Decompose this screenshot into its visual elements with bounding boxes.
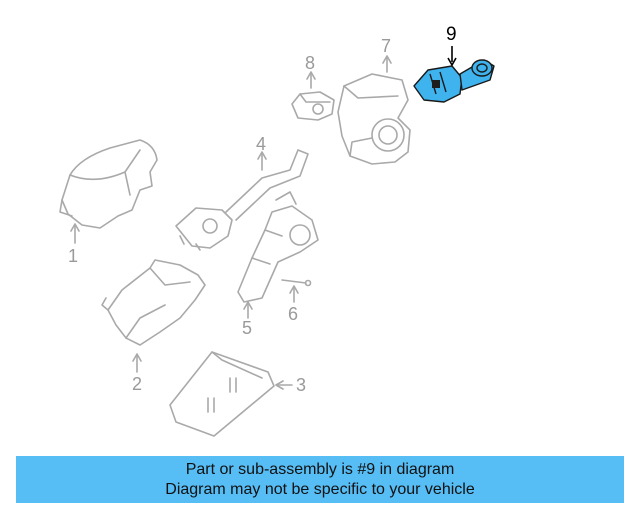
arrow-7	[382, 55, 392, 64]
callout-1: 1	[68, 246, 79, 266]
banner-line-disclaimer: Diagram may not be specific to your vehi…	[165, 481, 475, 498]
callout-6: 6	[288, 304, 299, 324]
part-3-trim-panel	[169, 351, 275, 437]
part-7-column-housing	[337, 73, 411, 165]
arrow-4	[257, 151, 267, 160]
part-8-ignition-lock	[291, 91, 335, 121]
arrow-6	[289, 285, 299, 294]
part-1-upper-cover	[59, 139, 158, 229]
callout-9: 9	[446, 24, 457, 45]
part-5-switch-assembly	[237, 191, 319, 303]
diagram-drawing	[59, 46, 495, 437]
arrow-3	[275, 380, 284, 390]
parts-diagram: 1 2 3 4 5 6 7 8 9	[59, 24, 495, 437]
callout-8: 8	[305, 53, 316, 73]
part-6-screw	[281, 279, 312, 287]
arrow-8	[306, 71, 316, 80]
arrow-5	[243, 301, 253, 310]
arrow-2	[132, 353, 142, 362]
part-2-lower-cover	[101, 259, 206, 346]
callout-3: 3	[296, 375, 307, 395]
callout-5: 5	[242, 318, 253, 338]
part-4-switch-lever	[175, 149, 309, 251]
callout-2: 2	[132, 374, 143, 394]
callout-4: 4	[256, 134, 267, 154]
part-9-lock-cylinder	[413, 59, 495, 103]
arrow-1	[70, 223, 80, 232]
arrow-9	[447, 57, 457, 67]
banner-line-part: Part or sub-assembly is #9 in diagram	[185, 461, 455, 478]
callout-7: 7	[381, 36, 392, 56]
info-banner: Part or sub-assembly is #9 in diagram Di…	[16, 456, 624, 503]
